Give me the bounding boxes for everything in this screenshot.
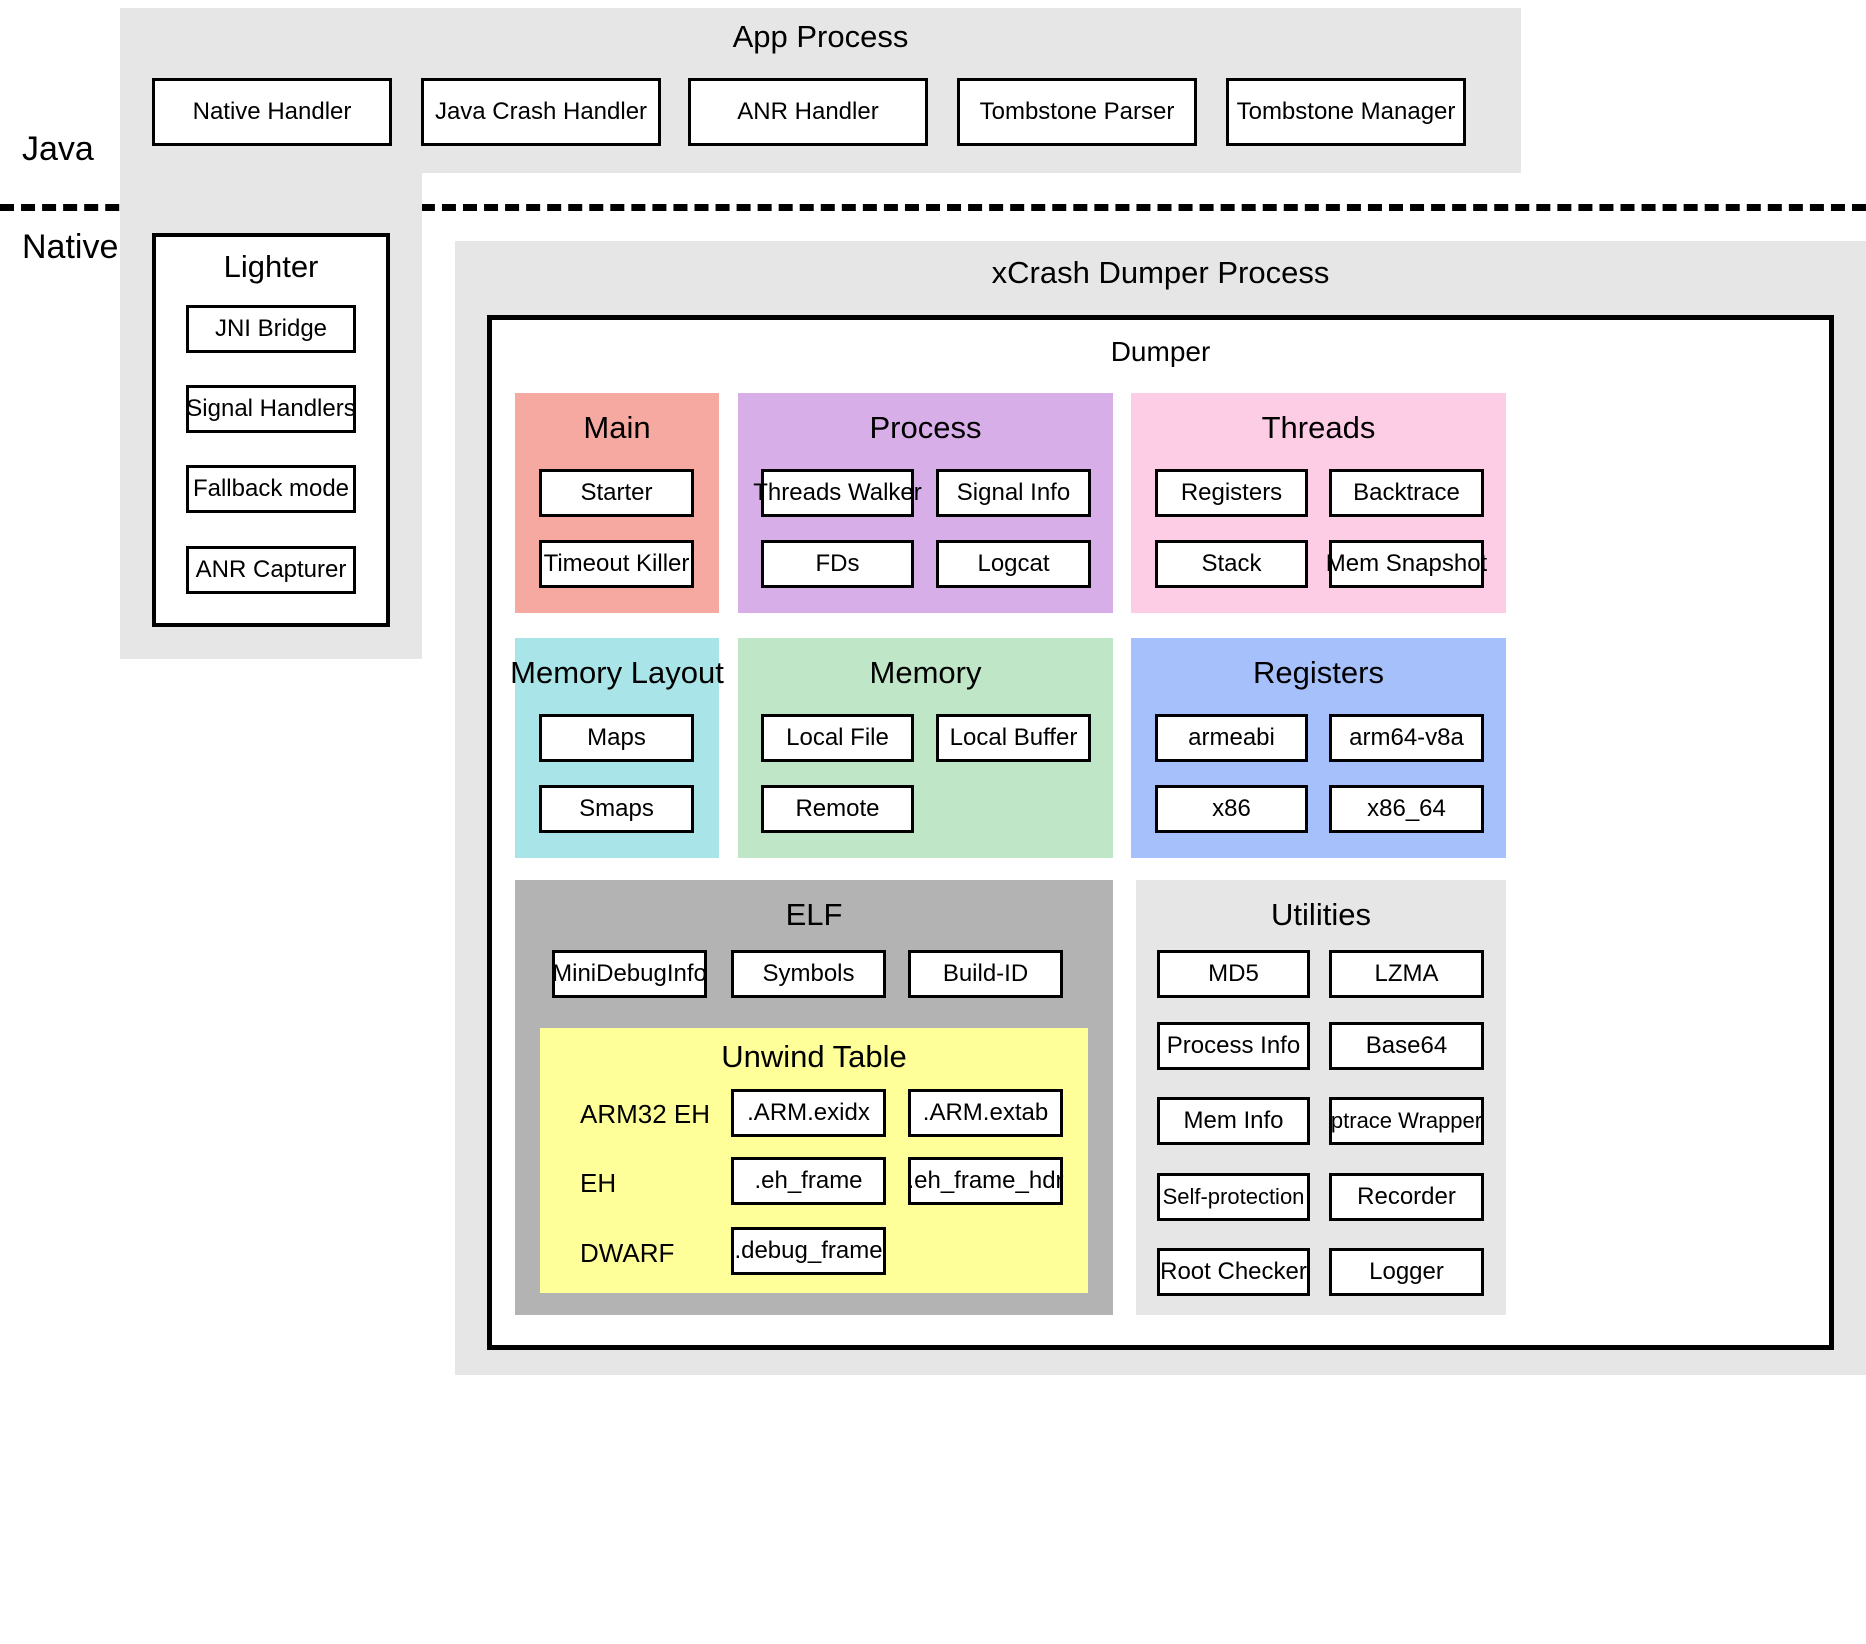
unwind-row-label-dwarf: DWARF (580, 1237, 675, 1268)
module-memory-item-local-buffer[interactable]: Local Buffer (936, 714, 1091, 762)
module-utilities-item-logger[interactable]: Logger (1329, 1248, 1484, 1296)
module-threads-item-stack[interactable]: Stack (1155, 540, 1308, 588)
lighter-item-jni-bridge[interactable]: JNI Bridge (186, 305, 356, 353)
module-utilities-item-mem-info[interactable]: Mem Info (1157, 1097, 1310, 1145)
xcrash-dumper-process-title: xCrash Dumper Process (991, 255, 1330, 290)
module-memory-layout-title: Memory Layout (510, 655, 724, 690)
module-threads-item-mem-snapshot[interactable]: Mem Snapshot (1326, 540, 1487, 588)
unwind-item-eh-frame-hdr[interactable]: .eh_frame_hdr (907, 1157, 1064, 1205)
app-item-tombstone-parser[interactable]: Tombstone Parser (957, 78, 1197, 146)
java-native-divider (0, 204, 1866, 211)
module-main-item-timeout-killer[interactable]: Timeout Killer (539, 540, 694, 588)
module-registers-title: Registers (1253, 655, 1384, 690)
module-memory-layout-item-smaps[interactable]: Smaps (539, 785, 694, 833)
module-registers-item-armeabi[interactable]: armeabi (1155, 714, 1308, 762)
module-process-item-threads-walker[interactable]: Threads Walker (753, 469, 922, 517)
module-utilities-item-recorder[interactable]: Recorder (1329, 1173, 1484, 1221)
module-threads-item-backtrace[interactable]: Backtrace (1329, 469, 1484, 517)
lighter-title: Lighter (223, 249, 319, 284)
module-memory-item-local-file[interactable]: Local File (761, 714, 914, 762)
module-process-item-fds[interactable]: FDs (761, 540, 914, 588)
module-utilities-item-md5[interactable]: MD5 (1157, 950, 1310, 998)
module-elf-title: ELF (785, 897, 843, 932)
module-utilities-item-ptrace-wrapper[interactable]: ptrace Wrapper (1329, 1097, 1484, 1145)
module-elf-item-symbols[interactable]: Symbols (731, 950, 886, 998)
module-registers-item-x86-64[interactable]: x86_64 (1329, 785, 1484, 833)
module-memory-item-remote[interactable]: Remote (761, 785, 914, 833)
unwind-row-label-arm32-eh: ARM32 EH (580, 1098, 711, 1129)
module-main-item-starter[interactable]: Starter (539, 469, 694, 517)
module-unwind-table-title: Unwind Table (721, 1039, 907, 1074)
module-registers-item-x86[interactable]: x86 (1155, 785, 1308, 833)
module-threads-item-registers[interactable]: Registers (1155, 469, 1308, 517)
module-threads-title: Threads (1261, 410, 1376, 445)
layer-label-native: Native (22, 228, 119, 266)
unwind-item-debug-frame[interactable]: .debug_frame (731, 1227, 886, 1275)
module-utilities-item-root-checker[interactable]: Root Checker (1157, 1248, 1310, 1296)
app-item-anr-handler[interactable]: ANR Handler (688, 78, 928, 146)
lighter-item-fallback-mode[interactable]: Fallback mode (186, 465, 356, 513)
unwind-row-label-eh: EH (580, 1167, 617, 1198)
app-item-native-handler[interactable]: Native Handler (152, 78, 392, 146)
module-utilities-item-lzma[interactable]: LZMA (1329, 950, 1484, 998)
module-registers-item-arm64-v8a[interactable]: arm64-v8a (1329, 714, 1484, 762)
app-process-title: App Process (732, 19, 909, 54)
module-utilities-item-base64[interactable]: Base64 (1329, 1022, 1484, 1070)
unwind-item-arm-extab[interactable]: .ARM.extab (908, 1089, 1063, 1137)
module-main-title: Main (583, 410, 651, 445)
module-elf-item-minidebuginfo[interactable]: MiniDebugInfo (552, 950, 707, 998)
layer-label-java: Java (22, 130, 94, 168)
lighter-item-anr-capturer[interactable]: ANR Capturer (186, 546, 356, 594)
lighter-item-signal-handlers[interactable]: Signal Handlers (186, 385, 356, 433)
module-utilities-title: Utilities (1271, 897, 1371, 932)
module-memory-layout-item-maps[interactable]: Maps (539, 714, 694, 762)
module-process-title: Process (869, 410, 982, 445)
app-item-tombstone-manager[interactable]: Tombstone Manager (1226, 78, 1466, 146)
dumper-title: Dumper (1110, 336, 1211, 367)
module-elf-item-build-id[interactable]: Build-ID (908, 950, 1063, 998)
module-process-item-logcat[interactable]: Logcat (936, 540, 1091, 588)
unwind-item-eh-frame[interactable]: .eh_frame (731, 1157, 886, 1205)
module-process-item-signal-info[interactable]: Signal Info (936, 469, 1091, 517)
module-utilities-item-process-info[interactable]: Process Info (1157, 1022, 1310, 1070)
unwind-item-arm-exidx[interactable]: .ARM.exidx (731, 1089, 886, 1137)
module-memory-title: Memory (869, 655, 982, 690)
module-utilities-item-self-protection[interactable]: Self-protection (1157, 1173, 1310, 1221)
app-item-java-crash-handler[interactable]: Java Crash Handler (421, 78, 661, 146)
